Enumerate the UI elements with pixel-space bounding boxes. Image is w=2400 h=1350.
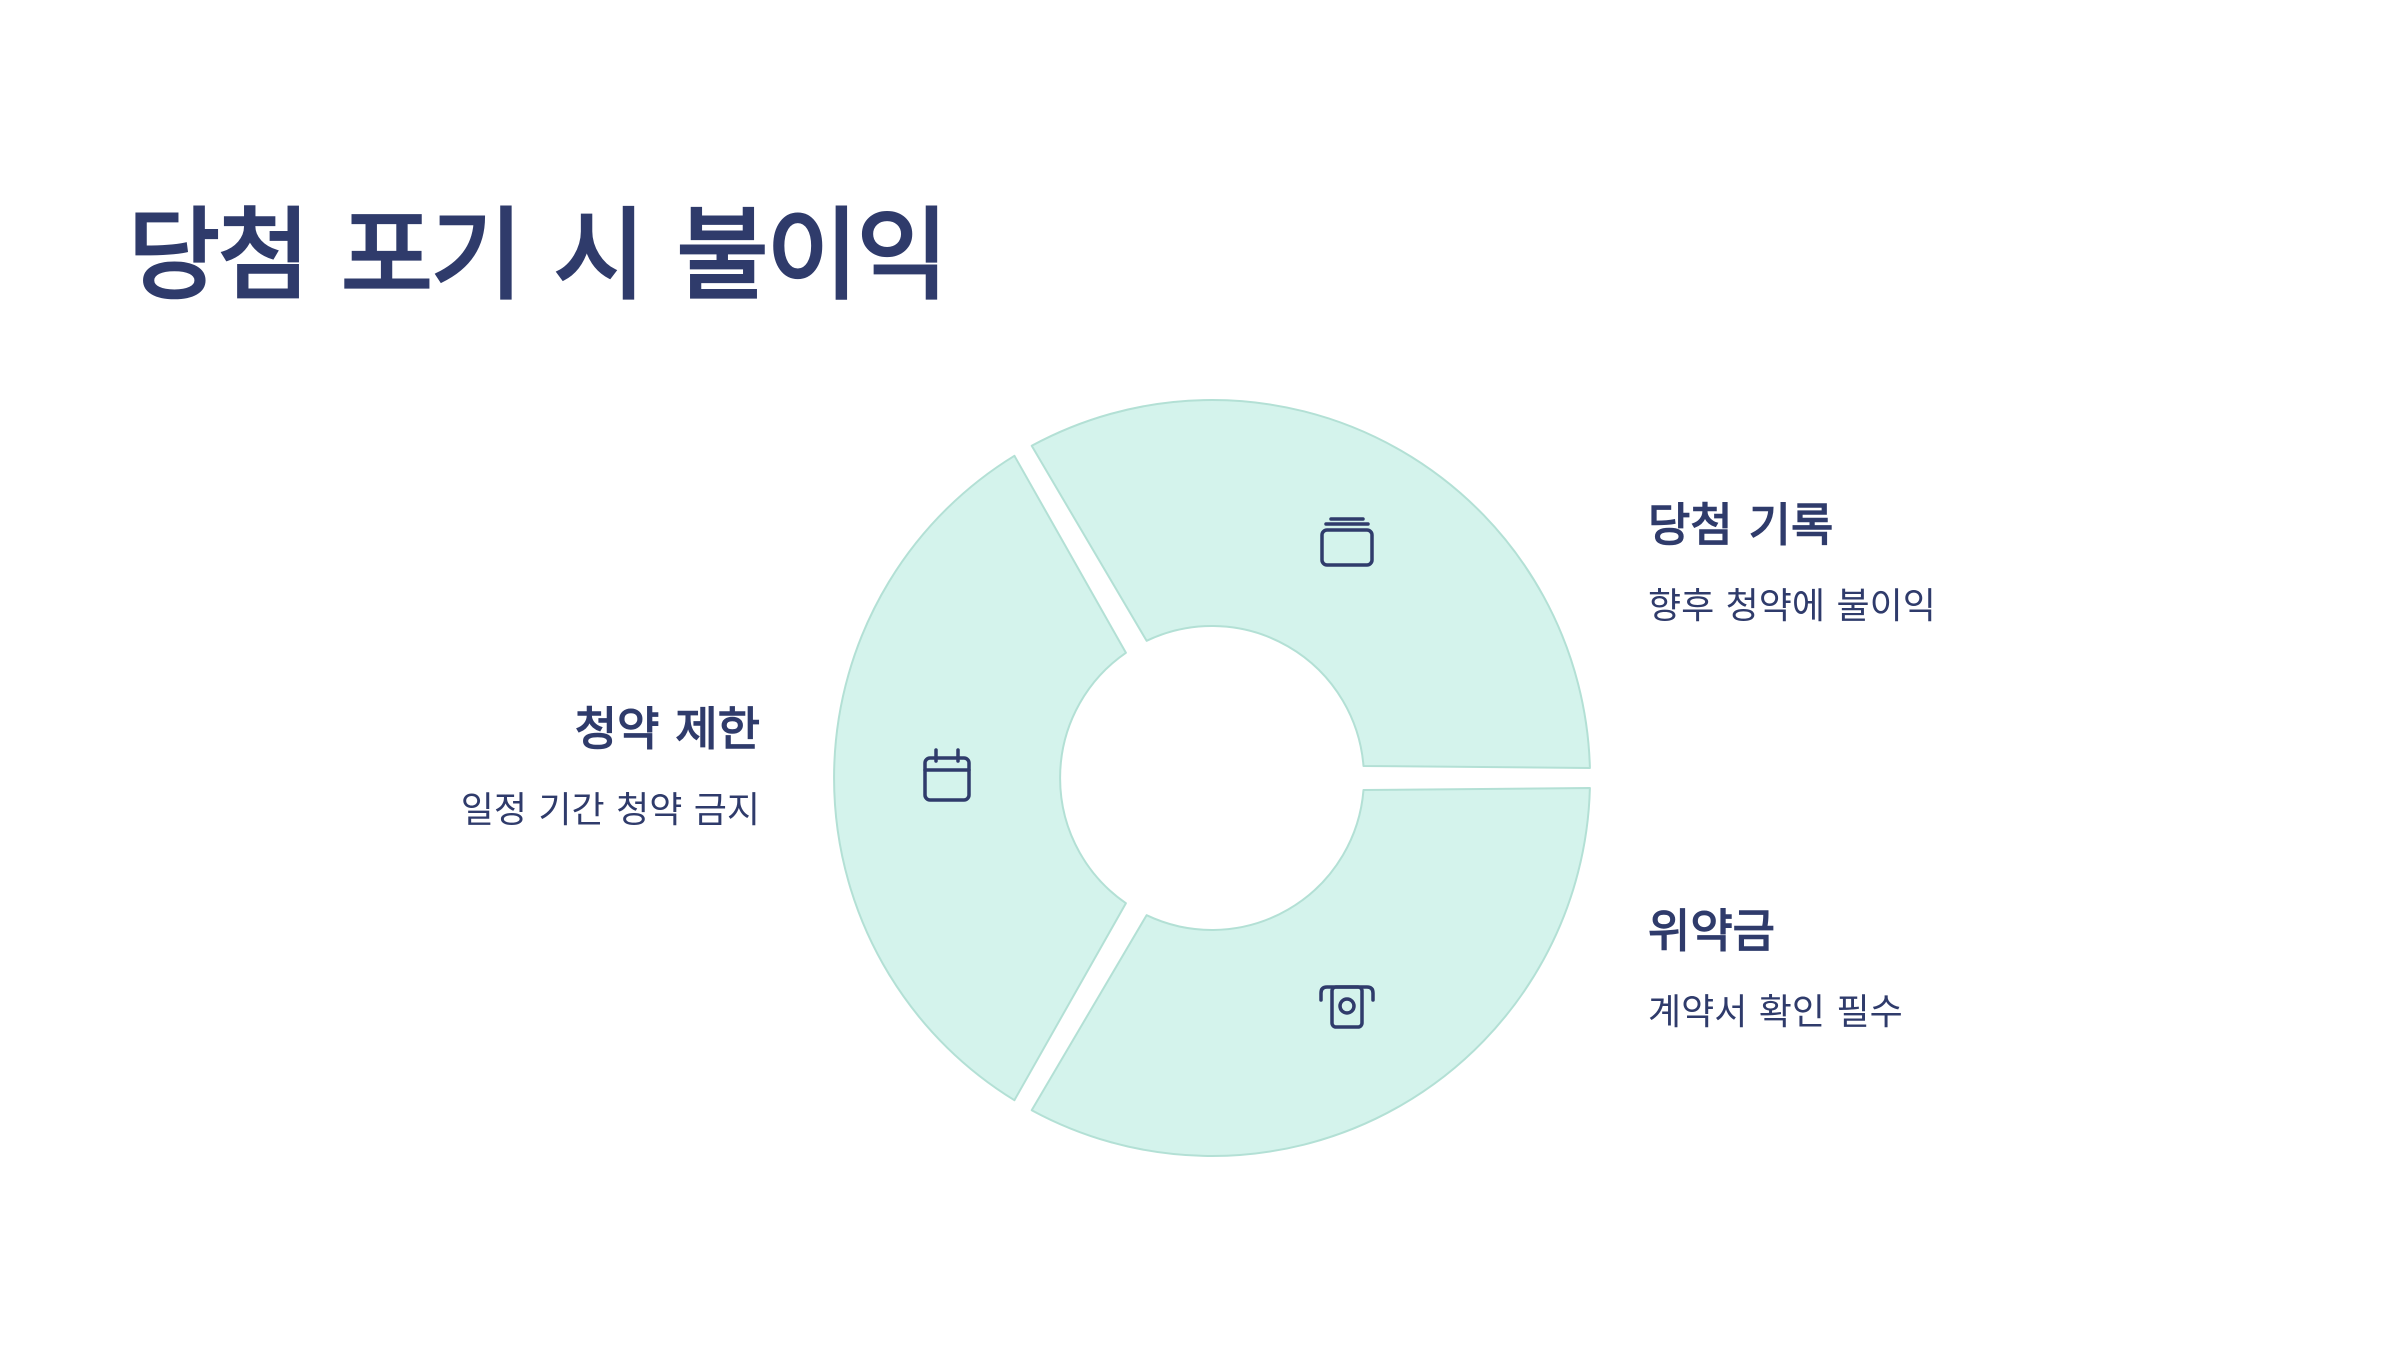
page-title: 당첨 포기 시 불이익 (128, 197, 948, 314)
segment-label-penalty: 위약금 계약서 확인 필수 (1648, 904, 2248, 1034)
segment-heading: 당첨 기록 (1648, 498, 1834, 552)
segment-description: 일정 기간 청약 금지 (460, 790, 760, 832)
segment-label-restriction: 청약 제한 일정 기간 청약 금지 (160, 702, 760, 832)
donut-segment-record (1030, 399, 1591, 769)
banknote-icon (1319, 985, 1375, 1029)
segment-heading: 위약금 (1648, 904, 1775, 958)
calendar-icon (923, 748, 971, 802)
segment-label-record: 당첨 기록 향후 청약에 불이익 (1648, 498, 2248, 628)
wallet-icon (1320, 517, 1374, 567)
donut-segment-restriction (833, 454, 1127, 1102)
donut-segment-penalty (1030, 787, 1591, 1157)
segment-description: 계약서 확인 필수 (1648, 992, 1903, 1034)
segment-description: 향후 청약에 불이익 (1648, 586, 1936, 628)
segment-heading: 청약 제한 (574, 702, 760, 756)
